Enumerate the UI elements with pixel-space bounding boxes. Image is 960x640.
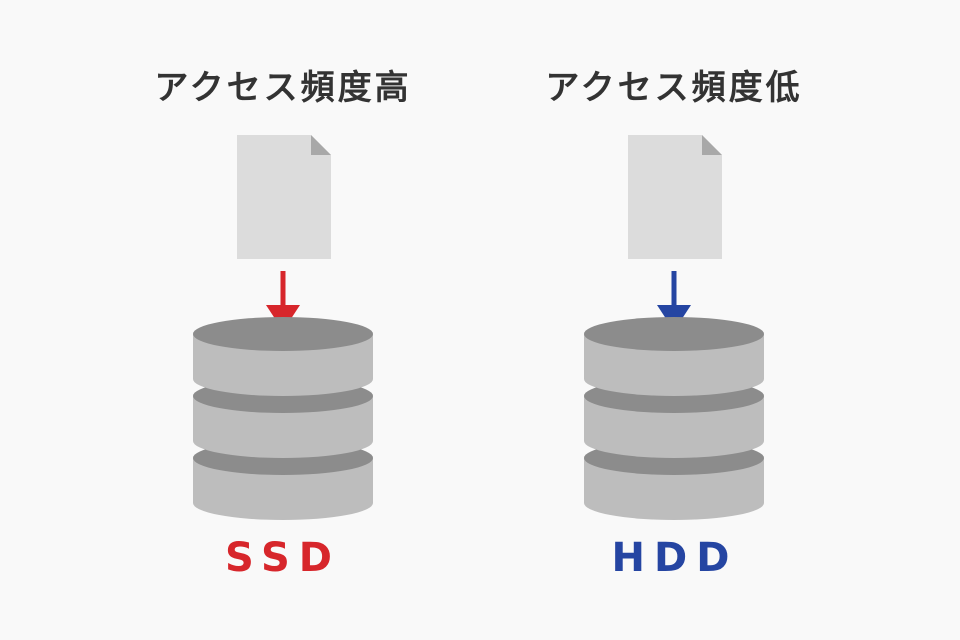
database-stack-icon [193,317,373,520]
heading-high-access: アクセス頻度高 [154,68,412,108]
column-high-access [193,135,373,520]
storage-label-hdd: HDD [611,535,739,581]
database-stack-icon [584,317,764,520]
heading-low-access: アクセス頻度低 [545,68,803,108]
document-icon [628,135,722,259]
storage-label-ssd: SSD [224,535,342,581]
disk-layer-top [193,317,373,396]
disk-layer-top [584,317,764,396]
document-icon [237,135,331,259]
column-low-access [584,135,764,520]
